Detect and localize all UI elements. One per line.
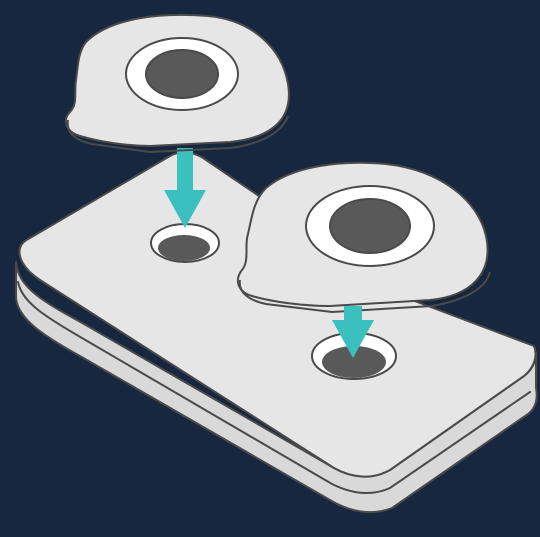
- device-top: [18, 151, 537, 478]
- socket-right-hole: [322, 346, 386, 378]
- device-seam: [17, 281, 531, 494]
- electrode-center: [145, 49, 219, 99]
- down-arrow-icon: [332, 306, 374, 358]
- socket-left: [150, 223, 220, 263]
- device-side: [15, 261, 538, 514]
- adhesive-electrode-icon: [64, 13, 290, 154]
- adhesive-electrode-icon: [236, 161, 491, 314]
- electrode-center: [329, 198, 411, 254]
- down-arrow-icon: [164, 148, 206, 228]
- socket-right: [311, 332, 397, 380]
- socket-left-hole: [158, 235, 210, 261]
